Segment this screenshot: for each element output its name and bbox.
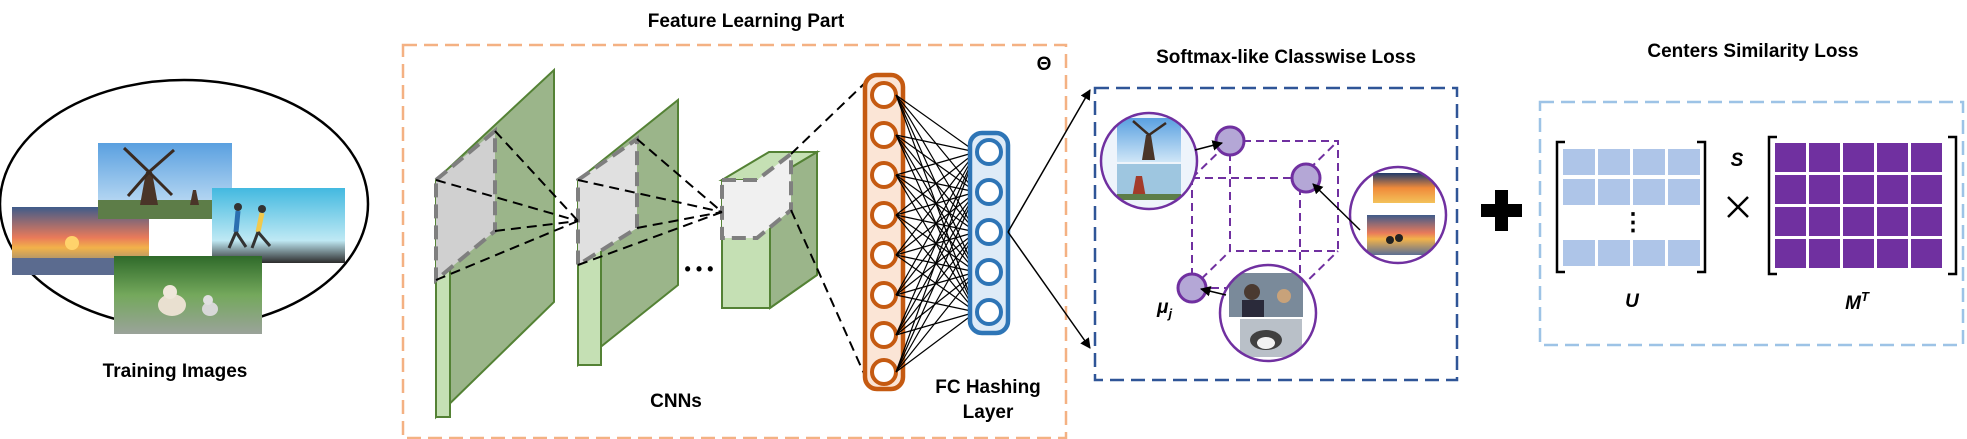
class-center-right (1290, 162, 1322, 194)
cnns-label: CNNs (650, 391, 702, 412)
hash-to-loss-arrow-up (1007, 89, 1091, 233)
left-cluster-arrow (1194, 140, 1224, 151)
cnn-ellipsis: • • • (685, 259, 714, 279)
feature-learning-box (401, 43, 1068, 439)
softmax-loss-box (1093, 86, 1459, 382)
softmax-loss-title: Softmax-like Classwise Loss (1156, 47, 1416, 68)
matrix-U: ⋮ (1555, 140, 1707, 274)
matrix-U-label: U (1625, 291, 1640, 312)
windmill-photo (98, 143, 232, 219)
runners-photo (212, 188, 345, 263)
fc-layer-orange (862, 72, 906, 392)
matrix-M-T (1767, 135, 1958, 276)
fc-hashing-nodes (975, 138, 1003, 326)
class-center-cube (1191, 140, 1339, 289)
class-center-top (1214, 125, 1246, 157)
times-icon (1727, 196, 1749, 218)
image-cluster-right (1348, 165, 1448, 265)
bottom-cluster-arrow (1199, 286, 1227, 297)
cnn-layer-1 (434, 67, 555, 420)
matrix-M-T-label: MT (1845, 289, 1870, 314)
S-label: S (1731, 150, 1744, 171)
training-images-label: Training Images (103, 361, 248, 382)
cnn-projection-lines (435, 81, 867, 379)
hash-to-loss-arrow-down (1007, 231, 1091, 349)
dogs-photo (114, 256, 262, 334)
theta-symbol: Θ (1037, 54, 1052, 75)
class-center-mu-j (1176, 272, 1208, 304)
plus-icon (1481, 190, 1522, 231)
fc-hashing-label-line1: FC Hashing (935, 377, 1041, 398)
cnn-layer-2 (576, 97, 679, 368)
training-images-group (0, 78, 370, 334)
image-cluster-bottom (1218, 263, 1318, 363)
mu-j-label: μj (1156, 297, 1172, 321)
image-cluster-left (1099, 111, 1199, 211)
centers-loss-title: Centers Similarity Loss (1647, 41, 1858, 62)
right-cluster-arrow (1312, 183, 1361, 231)
fc-hashing-label-line2: Layer (963, 402, 1014, 423)
feature-learning-title: Feature Learning Part (648, 11, 845, 32)
matrix-U-vertical-ellipsis: ⋮ (1621, 209, 1645, 236)
cnn-layer-3 (718, 149, 821, 310)
centers-loss-box (1538, 100, 1965, 347)
fc-connections (895, 94, 977, 373)
